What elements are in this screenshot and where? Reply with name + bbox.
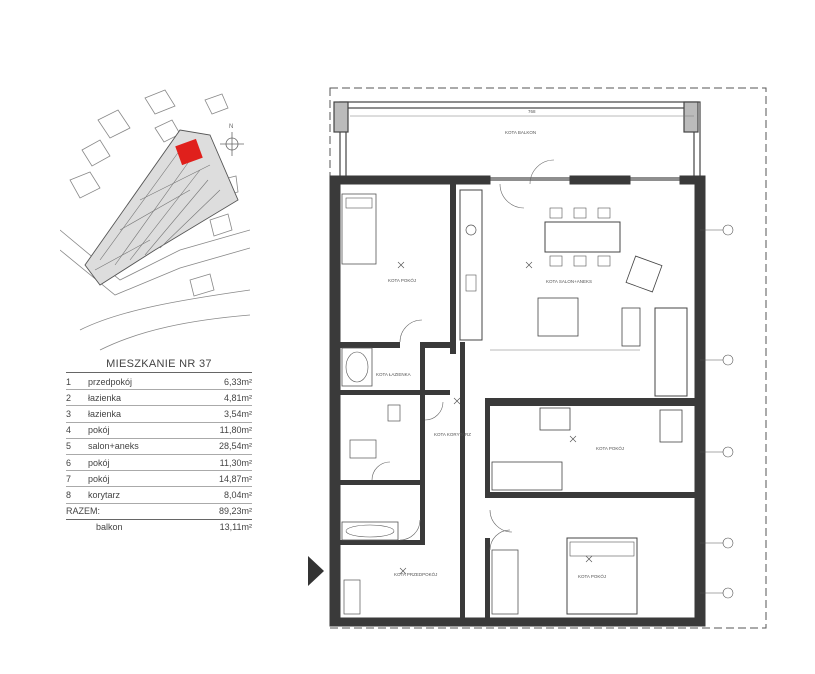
balcony-row: balkon 13,11m² xyxy=(96,522,252,533)
salon-label: KOTA SALON+ANEKS xyxy=(546,279,592,284)
north-label: N xyxy=(229,124,233,130)
balcony-dimension: 768 xyxy=(528,109,536,114)
table-row: 6 pokój 11,30m² xyxy=(66,455,252,472)
total-row: RAZEM: 89,23m² xyxy=(66,504,252,520)
table-row: 3 łazienka 3,54m² xyxy=(66,406,252,423)
table-row: 5 salon+aneks 28,54m² xyxy=(66,439,252,455)
table-row: 4 pokój 11,80m² xyxy=(66,423,252,439)
table-row: 8 korytarz 8,04m² xyxy=(66,487,252,504)
apartment-location-marker xyxy=(175,138,203,166)
balcony-label: KOTA BALKON xyxy=(505,130,536,135)
balcony-area xyxy=(333,101,701,181)
interior-walls xyxy=(340,184,695,618)
bath2-label: KOTA ŁAZIENKA xyxy=(376,372,411,377)
table-row: 1 przedpokój 6,33m² xyxy=(66,374,252,391)
table-row: 2 łazienka 4,81m² xyxy=(66,390,252,407)
apartment-title: MIESZKANIE NR 37 xyxy=(66,358,252,373)
hall-label: KOTA PRZEDPOKÓJ xyxy=(394,571,437,577)
compass-icon: N xyxy=(220,124,244,156)
table-row: 7 pokój 14,87m² xyxy=(66,471,252,488)
apartment-area-table: MIESZKANIE NR 37 1 przedpokój 6,33m² 2 ł… xyxy=(66,358,252,535)
floor-plan-drawing: KOTA BALKON 768 KOTA POKÓJ KOTA SALO xyxy=(329,87,767,629)
next-arrow-icon[interactable] xyxy=(308,556,324,586)
corridor-label: KOTA KORYTARZ xyxy=(434,432,471,437)
site-location-map: N xyxy=(60,89,250,351)
room6-label: KOTA POKÓJ xyxy=(596,445,624,451)
room4-label: KOTA POKÓJ xyxy=(388,277,416,283)
exterior-walls xyxy=(329,175,706,627)
room7-label: KOTA POKÓJ xyxy=(578,573,606,579)
